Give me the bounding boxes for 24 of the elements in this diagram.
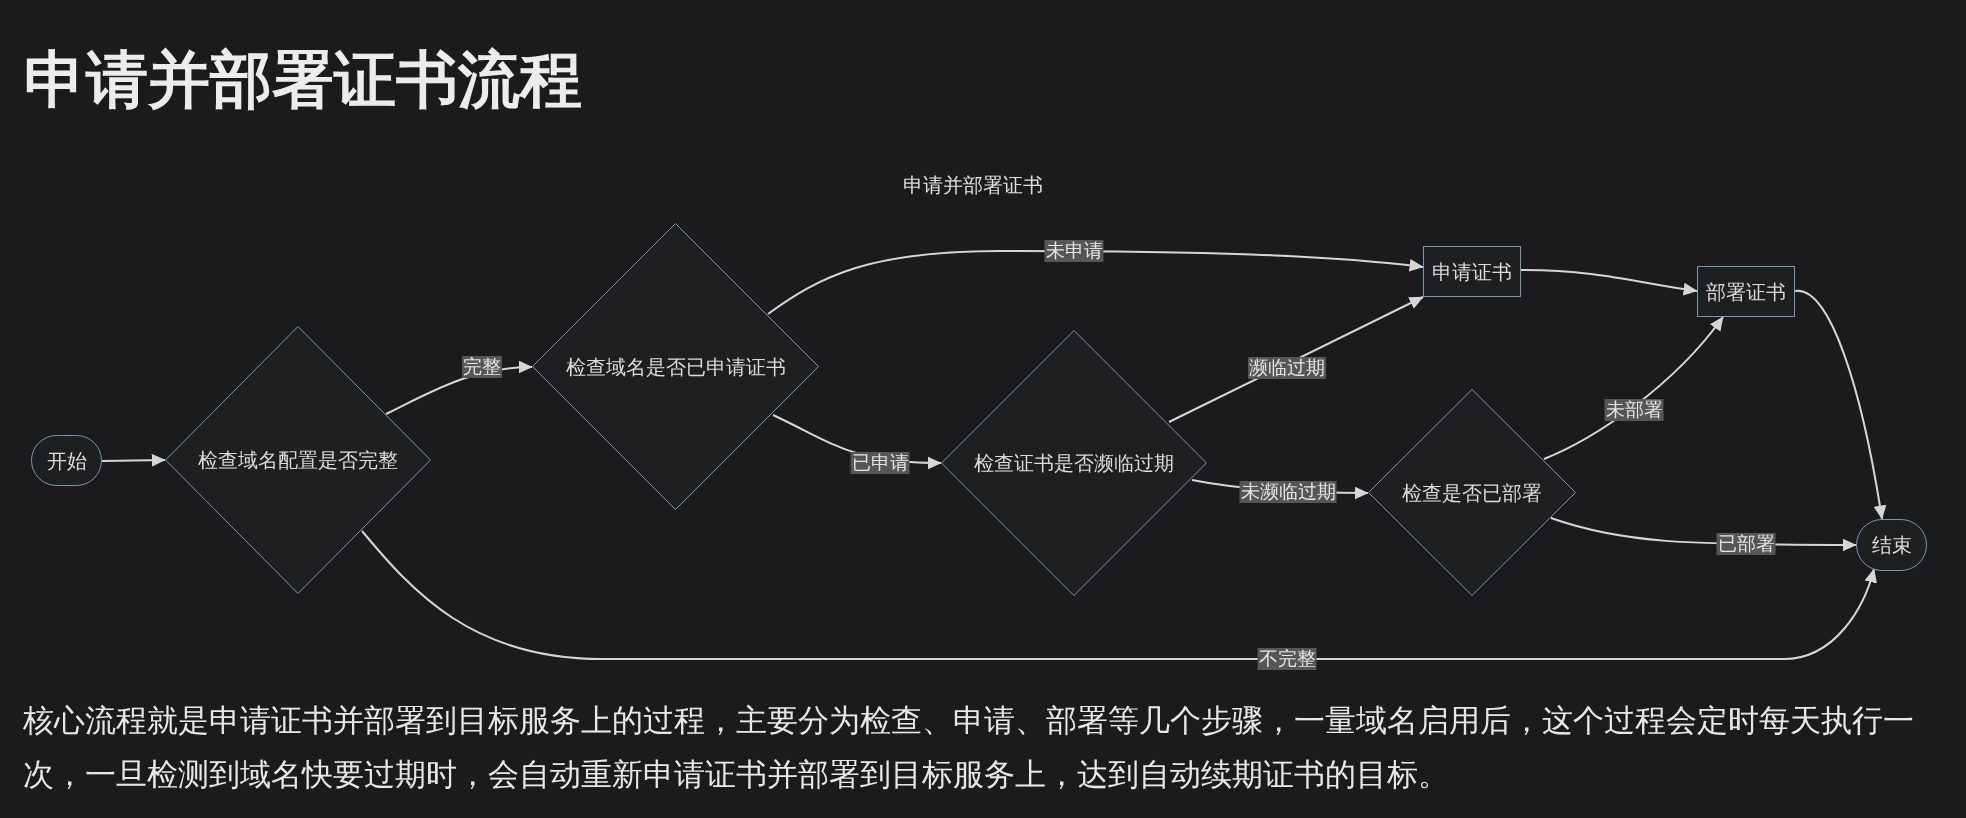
- edge-label: 完整: [462, 356, 502, 378]
- edge-label: 已申请: [850, 452, 910, 474]
- decision-diamond: 检查是否已部署: [1368, 389, 1576, 596]
- process-box: 申请证书: [1423, 246, 1521, 297]
- decision-diamond: 检查域名是否已申请证书: [532, 223, 819, 510]
- caption-paragraph: 核心流程就是申请证书并部署到目标服务上的过程，主要分为检查、申请、部署等几个步骤，一量域名启用后，这个过程会定时每天执行一次，一旦检测到域名快要过期时，会自动重新申请证书并部署到目标服务上，达到自动续期证书的目标。: [23, 702, 1915, 794]
- edge-label: 濒临过期: [1248, 357, 1326, 379]
- arrow: [1520, 269, 1698, 296]
- edge-label: 未濒临过期: [1239, 481, 1337, 503]
- arrow: [1794, 290, 1887, 520]
- edge-label: 不完整: [1257, 648, 1317, 670]
- page-title: 申请并部署证书流程: [24, 44, 582, 116]
- arrow: [101, 453, 166, 467]
- arrow: [767, 250, 1424, 315]
- decision-diamond: 检查域名配置是否完整: [165, 326, 431, 594]
- terminal-pill: 开始: [31, 435, 102, 486]
- arrow: [361, 530, 1877, 660]
- decision-diamond: 检查证书是否濒临过期: [941, 330, 1207, 596]
- terminal-pill: 结束: [1856, 519, 1927, 571]
- edge-label: 未部署: [1604, 399, 1664, 421]
- edge-label: 已部署: [1716, 533, 1776, 555]
- text-label: 申请并部署证书: [903, 173, 1043, 198]
- process-box: 部署证书: [1697, 266, 1795, 317]
- edge-label: 未申请: [1044, 240, 1104, 262]
